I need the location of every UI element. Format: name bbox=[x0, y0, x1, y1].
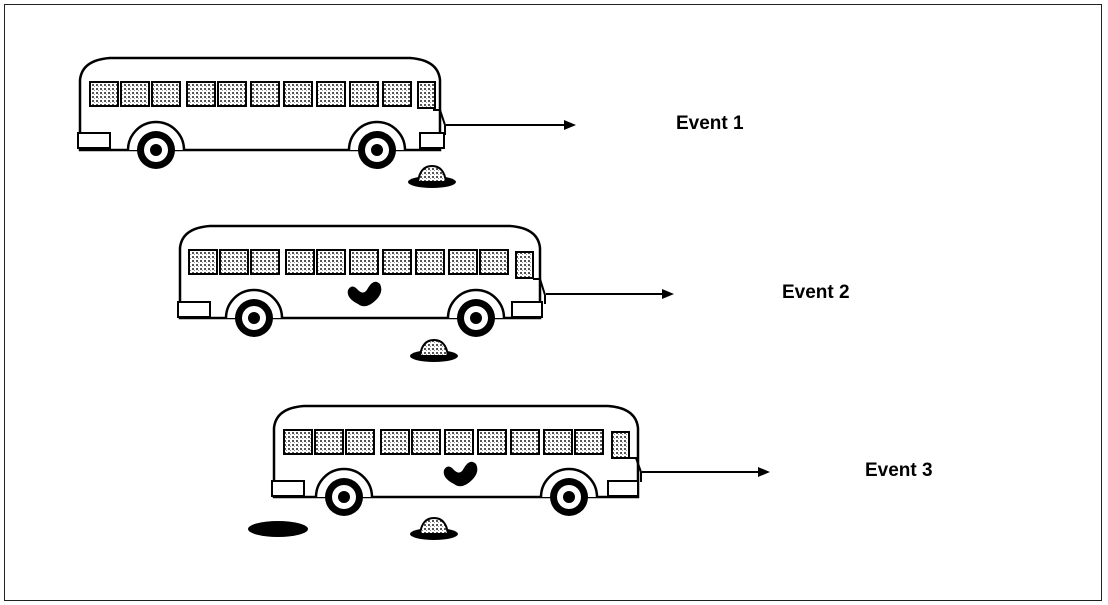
bus-icon bbox=[248, 404, 770, 540]
wheel-icon bbox=[446, 288, 506, 337]
diagram-frame bbox=[4, 4, 1102, 601]
wheel-icon bbox=[224, 288, 284, 337]
dent-icon bbox=[443, 461, 478, 487]
hole-icon bbox=[408, 164, 456, 188]
bus-windows bbox=[89, 81, 436, 109]
wheel-icon bbox=[126, 120, 186, 169]
bus-windows bbox=[283, 429, 630, 459]
bus-windows bbox=[188, 249, 534, 279]
dent-icon bbox=[347, 281, 382, 307]
hole-icon bbox=[410, 516, 458, 540]
puddle-icon bbox=[248, 521, 308, 537]
event-label: Event 1 bbox=[676, 113, 744, 134]
bus-icon bbox=[77, 56, 576, 188]
event-label: Event 3 bbox=[865, 460, 933, 481]
wheel-icon bbox=[314, 467, 374, 516]
hole-icon bbox=[410, 338, 458, 362]
wheel-icon bbox=[347, 120, 407, 169]
event-label: Event 2 bbox=[782, 282, 850, 303]
wheel-icon bbox=[539, 467, 599, 516]
bus-icon bbox=[177, 224, 674, 362]
